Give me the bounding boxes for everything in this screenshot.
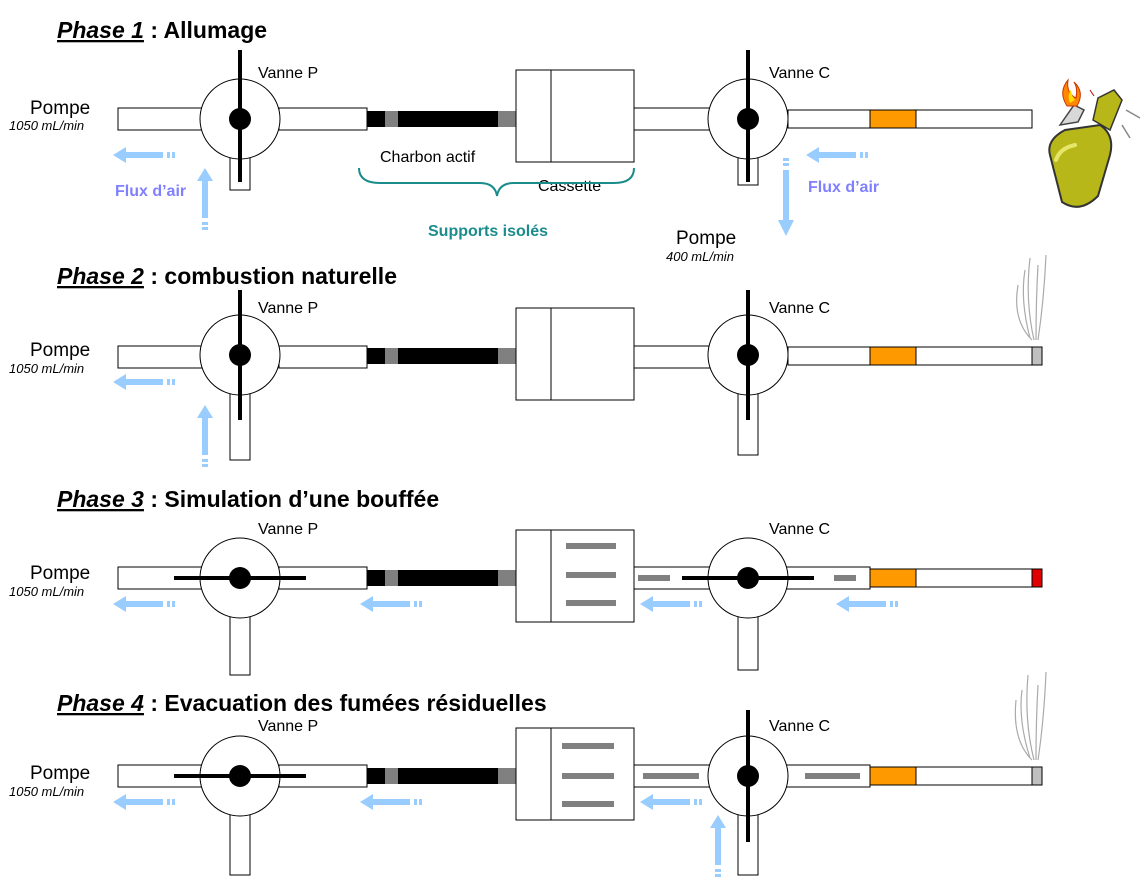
pump-label: Pompe (30, 98, 90, 119)
flow-arrow-left (113, 374, 175, 390)
smoke-icon (1016, 254, 1047, 341)
flow-arrow-left (640, 596, 702, 612)
flow-arrow-left (360, 596, 422, 612)
flow-arrow-left (640, 794, 702, 810)
charcoal-tube (367, 570, 516, 586)
supports-isoles-label: Supports isolés (428, 223, 548, 240)
pump-flow-rate: 1050 mL/min (9, 584, 84, 599)
valve-p (117, 290, 368, 461)
valve-c-label: Vanne C (769, 300, 830, 317)
phase-title: Phase 3 : Simulation d’une bouffée (57, 486, 439, 512)
valve-p (117, 50, 368, 191)
flux-air-label: Flux d’air (808, 179, 879, 196)
valve-c-label: Vanne C (769, 521, 830, 538)
cassette (515, 307, 635, 401)
flow-arrow-left (806, 147, 868, 163)
valve-c-label: Vanne C (769, 718, 830, 735)
valve-c (633, 537, 871, 671)
pump-label: Pompe (30, 763, 90, 784)
supports-brace (358, 167, 635, 197)
pump-label: Pompe (30, 563, 90, 584)
flow-arrow-down (778, 158, 794, 236)
flow-arrow-left (360, 794, 422, 810)
valve-c (633, 710, 871, 876)
valve-p (117, 537, 368, 676)
valve-p (117, 735, 368, 876)
pump-flow-rate: 1050 mL/min (9, 118, 84, 133)
phase-title: Phase 1 : Allumage (57, 17, 267, 43)
cassette (515, 529, 635, 623)
pump-c-flow-rate: 400 mL/min (666, 249, 734, 264)
pump-flow-rate: 1050 mL/min (9, 784, 84, 799)
flow-arrow-up (197, 405, 213, 467)
smoke-icon (1014, 671, 1047, 761)
cigarette (787, 109, 1033, 129)
charcoal-tube (367, 768, 516, 784)
pump-label: Pompe (30, 340, 90, 361)
cigarette (787, 346, 1043, 366)
charcoal-tube (367, 348, 516, 364)
phase-3: Phase 3 : Simulation d’une bouffée Pompe… (9, 486, 1043, 676)
pump-c-label: Pompe (676, 228, 736, 249)
phase-title: Phase 4 : Evacuation des fumées résiduel… (57, 690, 547, 716)
charbon-actif-label: Charbon actif (380, 149, 476, 166)
flow-arrow-left (113, 596, 175, 612)
phase-4: Phase 4 : Evacuation des fumées résiduel… (9, 671, 1047, 877)
flow-arrow-up (197, 168, 213, 230)
valve-c (633, 290, 789, 456)
valve-c-label: Vanne C (769, 65, 830, 82)
lighter-icon (1048, 78, 1143, 208)
valve-p-label: Vanne P (258, 521, 318, 538)
flow-arrow-left (113, 147, 175, 163)
valve-p-label: Vanne P (258, 300, 318, 317)
cassette-label: Cassette (538, 178, 601, 195)
valve-p-label: Vanne P (258, 65, 318, 82)
flow-arrow-left (836, 596, 898, 612)
flow-arrow-left (113, 794, 175, 810)
charcoal-tube (367, 111, 516, 127)
cassette (515, 727, 635, 821)
pump-flow-rate: 1050 mL/min (9, 361, 84, 376)
phase-2: Phase 2 : combustion naturelle Pompe 105… (9, 254, 1047, 467)
cassette (515, 69, 635, 163)
flow-arrow-up (710, 815, 726, 877)
valve-c (633, 50, 789, 186)
flux-air-label: Flux d’air (115, 183, 186, 200)
phase-1: Phase 1 : Allumage Pompe 1050 mL/min Van… (9, 17, 1143, 264)
cigarette (869, 766, 1043, 786)
cigarette (869, 568, 1043, 588)
phase-title: Phase 2 : combustion naturelle (57, 263, 397, 289)
valve-p-label: Vanne P (258, 718, 318, 735)
